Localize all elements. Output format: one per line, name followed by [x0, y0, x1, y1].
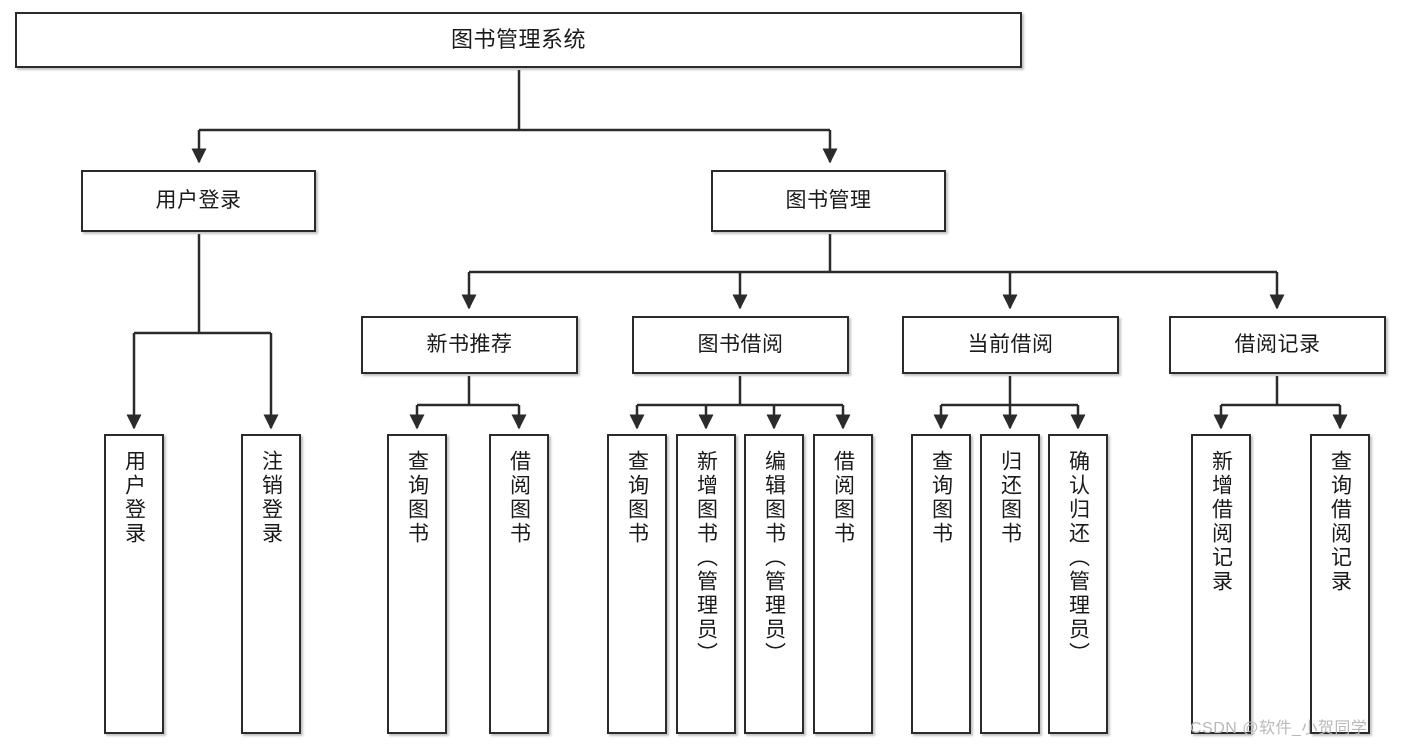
node-user-login[interactable]: 用户登录 — [81, 170, 316, 232]
node-label: 归还图书 — [998, 450, 1022, 546]
node-leaf-query-book-recommend[interactable]: 查询图书 — [387, 434, 447, 734]
node-label: 图书管理系统 — [450, 27, 586, 53]
node-borrow-record[interactable]: 借阅记录 — [1169, 316, 1386, 374]
node-root-system[interactable]: 图书管理系统 — [15, 12, 1022, 68]
node-label: 新增借阅记录 — [1209, 450, 1233, 594]
node-label: 当前借阅 — [967, 332, 1054, 356]
node-leaf-confirm-return-admin[interactable]: 确认归还（管理员） — [1048, 434, 1108, 734]
node-label: 新增图书（管理员） — [694, 450, 718, 666]
node-leaf-query-book-borrow[interactable]: 查询图书 — [607, 434, 667, 734]
node-label: 借阅图书 — [831, 450, 855, 546]
node-new-book-recommend[interactable]: 新书推荐 — [361, 316, 578, 374]
node-label: 借阅记录 — [1234, 332, 1321, 356]
node-leaf-logout[interactable]: 注销登录 — [241, 434, 301, 734]
node-label: 新书推荐 — [426, 332, 513, 356]
node-leaf-add-book-admin[interactable]: 新增图书（管理员） — [676, 434, 736, 734]
node-label: 借阅图书 — [507, 450, 531, 546]
node-leaf-return-book[interactable]: 归还图书 — [980, 434, 1040, 734]
node-label: 查询图书 — [625, 450, 649, 546]
watermark-text: CSDN @软件_小贺同学 — [1190, 720, 1368, 737]
node-leaf-query-book-current[interactable]: 查询图书 — [911, 434, 971, 734]
node-leaf-user-login[interactable]: 用户登录 — [104, 434, 164, 734]
node-label: 用户登录 — [122, 450, 146, 546]
node-leaf-edit-book-admin[interactable]: 编辑图书（管理员） — [744, 434, 804, 734]
node-book-management[interactable]: 图书管理 — [711, 170, 946, 232]
node-book-borrow[interactable]: 图书借阅 — [632, 316, 849, 374]
node-label: 图书管理 — [785, 188, 872, 212]
node-leaf-add-borrow-record[interactable]: 新增借阅记录 — [1191, 434, 1251, 734]
node-leaf-borrow-book[interactable]: 借阅图书 — [813, 434, 873, 734]
node-label: 注销登录 — [259, 450, 283, 546]
node-label: 查询图书 — [405, 450, 429, 546]
node-leaf-query-borrow-record[interactable]: 查询借阅记录 — [1310, 434, 1370, 734]
node-label: 图书借阅 — [697, 332, 784, 356]
node-label: 编辑图书（管理员） — [762, 450, 786, 666]
node-label: 确认归还（管理员） — [1066, 450, 1090, 666]
node-label: 用户登录 — [155, 188, 242, 212]
node-label: 查询图书 — [929, 450, 953, 546]
node-current-borrow[interactable]: 当前借阅 — [902, 316, 1119, 374]
node-label: 查询借阅记录 — [1328, 450, 1352, 594]
node-leaf-borrow-book-recommend[interactable]: 借阅图书 — [489, 434, 549, 734]
